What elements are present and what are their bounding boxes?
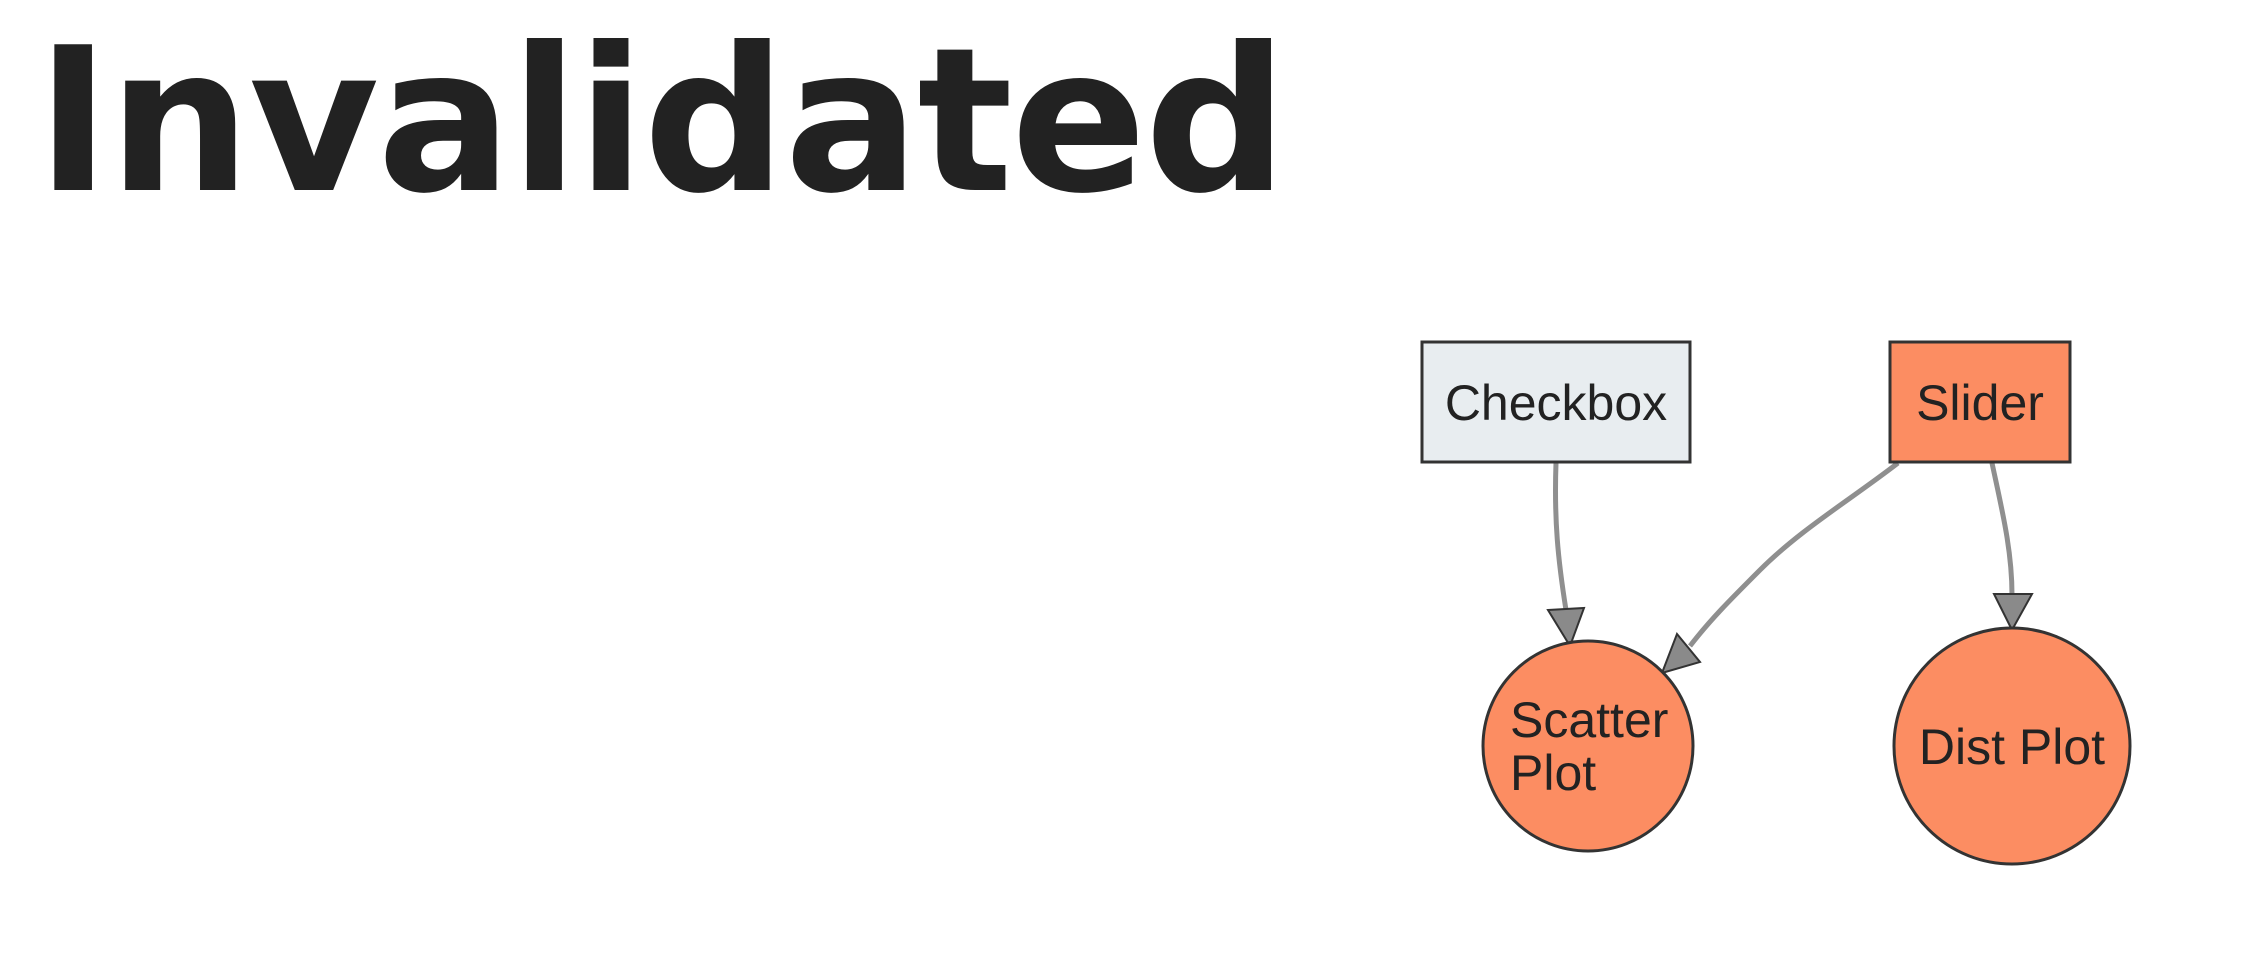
node-label: Slider <box>1916 375 2044 431</box>
node-checkbox: Checkbox <box>1420 340 1692 464</box>
node-label: Dist Plot <box>1919 719 2105 775</box>
edge-line <box>1989 462 2015 596</box>
node-shape <box>1420 340 1692 464</box>
node-label: Plot <box>1510 745 1596 801</box>
node-dist-plot: Dist Plot <box>1892 626 2132 866</box>
arrowhead-icon <box>1992 593 2034 633</box>
arrowhead-icon <box>1660 632 1702 675</box>
node-slider: Slider <box>1888 340 2072 464</box>
edge-line <box>1688 461 1900 648</box>
node-label: Checkbox <box>1445 375 1667 431</box>
arrowhead-icon <box>1546 606 1586 649</box>
edge-slider-to-scatter-plot <box>1660 461 1900 675</box>
edge-slider-to-dist-plot <box>1989 462 2034 633</box>
node-scatter-plot: Scatter Plot <box>1481 639 1695 853</box>
node-shape <box>1892 626 2132 866</box>
edge-line <box>1552 462 1569 611</box>
page-title: Invalidated <box>36 5 1288 238</box>
edge-checkbox-to-scatter-plot <box>1546 462 1586 649</box>
node-shape <box>1481 639 1695 853</box>
node-shape <box>1888 340 2072 464</box>
node-label: Scatter <box>1510 692 1668 748</box>
